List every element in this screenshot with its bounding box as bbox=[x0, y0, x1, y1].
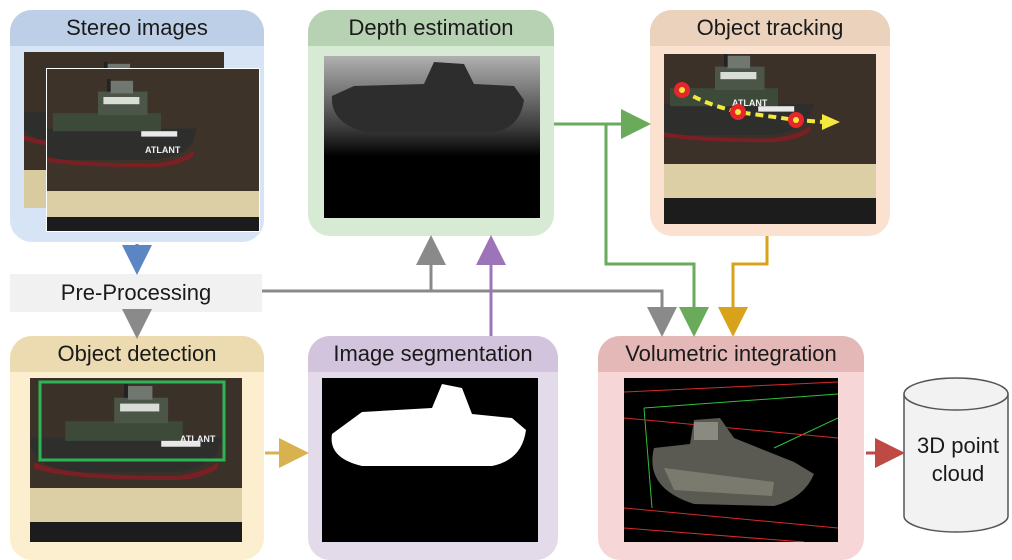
arrow-tracking-to-volumetric bbox=[718, 236, 769, 337]
point-cloud-cylinder bbox=[903, 377, 1009, 533]
stereo-image-front: ATLANT bbox=[46, 68, 260, 232]
volumetric-image bbox=[624, 378, 838, 542]
boat-photo-tracking: ATLANT bbox=[664, 54, 876, 224]
image-segmentation-panel: Image segmentation bbox=[308, 336, 558, 560]
object-detection-panel: Object detection ATLANT bbox=[10, 336, 264, 560]
image-segmentation-title: Image segmentation bbox=[308, 336, 558, 372]
trajectory-arrowhead bbox=[822, 114, 840, 130]
object-detection-title: Object detection bbox=[10, 336, 264, 372]
preprocessing-box: Pre-Processing bbox=[10, 274, 262, 312]
stereo-images-title: Stereo images bbox=[10, 10, 264, 46]
boat-name-tracking: ATLANT bbox=[732, 98, 768, 108]
boat-name-stereo: ATLANT bbox=[145, 145, 181, 155]
volumetric-integration-panel: Volumetric integration bbox=[598, 336, 864, 560]
point-cloud-label: 3D point cloud bbox=[904, 432, 1012, 488]
arrow-depth-to-volumetric bbox=[604, 124, 709, 337]
stereo-images-panel: Stereo images ATLANT bbox=[10, 10, 264, 242]
arrow-preprocessing-to-volumetric bbox=[262, 289, 677, 337]
object-tracking-title: Object tracking bbox=[650, 10, 890, 46]
point-cloud-label-line1: 3D point bbox=[917, 433, 999, 458]
detection-image: ATLANT bbox=[30, 378, 242, 542]
object-tracking-panel: Object tracking ATLANT bbox=[650, 10, 890, 236]
segmentation-mask-image bbox=[322, 378, 538, 542]
volumetric-integration-title: Volumetric integration bbox=[598, 336, 864, 372]
depth-map bbox=[324, 56, 540, 218]
point-cloud-label-line2: cloud bbox=[931, 461, 985, 486]
depth-estimation-panel: Depth estimation bbox=[308, 10, 554, 236]
tracking-image: ATLANT bbox=[664, 54, 876, 224]
boat-photo-front: ATLANT bbox=[47, 69, 259, 231]
depth-estimation-title: Depth estimation bbox=[308, 10, 554, 46]
boat-photo-detection: ATLANT bbox=[30, 378, 242, 542]
segmentation-mask bbox=[322, 378, 538, 542]
boat-name-detection: ATLANT bbox=[180, 434, 216, 444]
depth-map-image bbox=[324, 56, 540, 218]
point-cloud-render bbox=[624, 378, 838, 542]
detection-bounding-box bbox=[38, 380, 226, 462]
